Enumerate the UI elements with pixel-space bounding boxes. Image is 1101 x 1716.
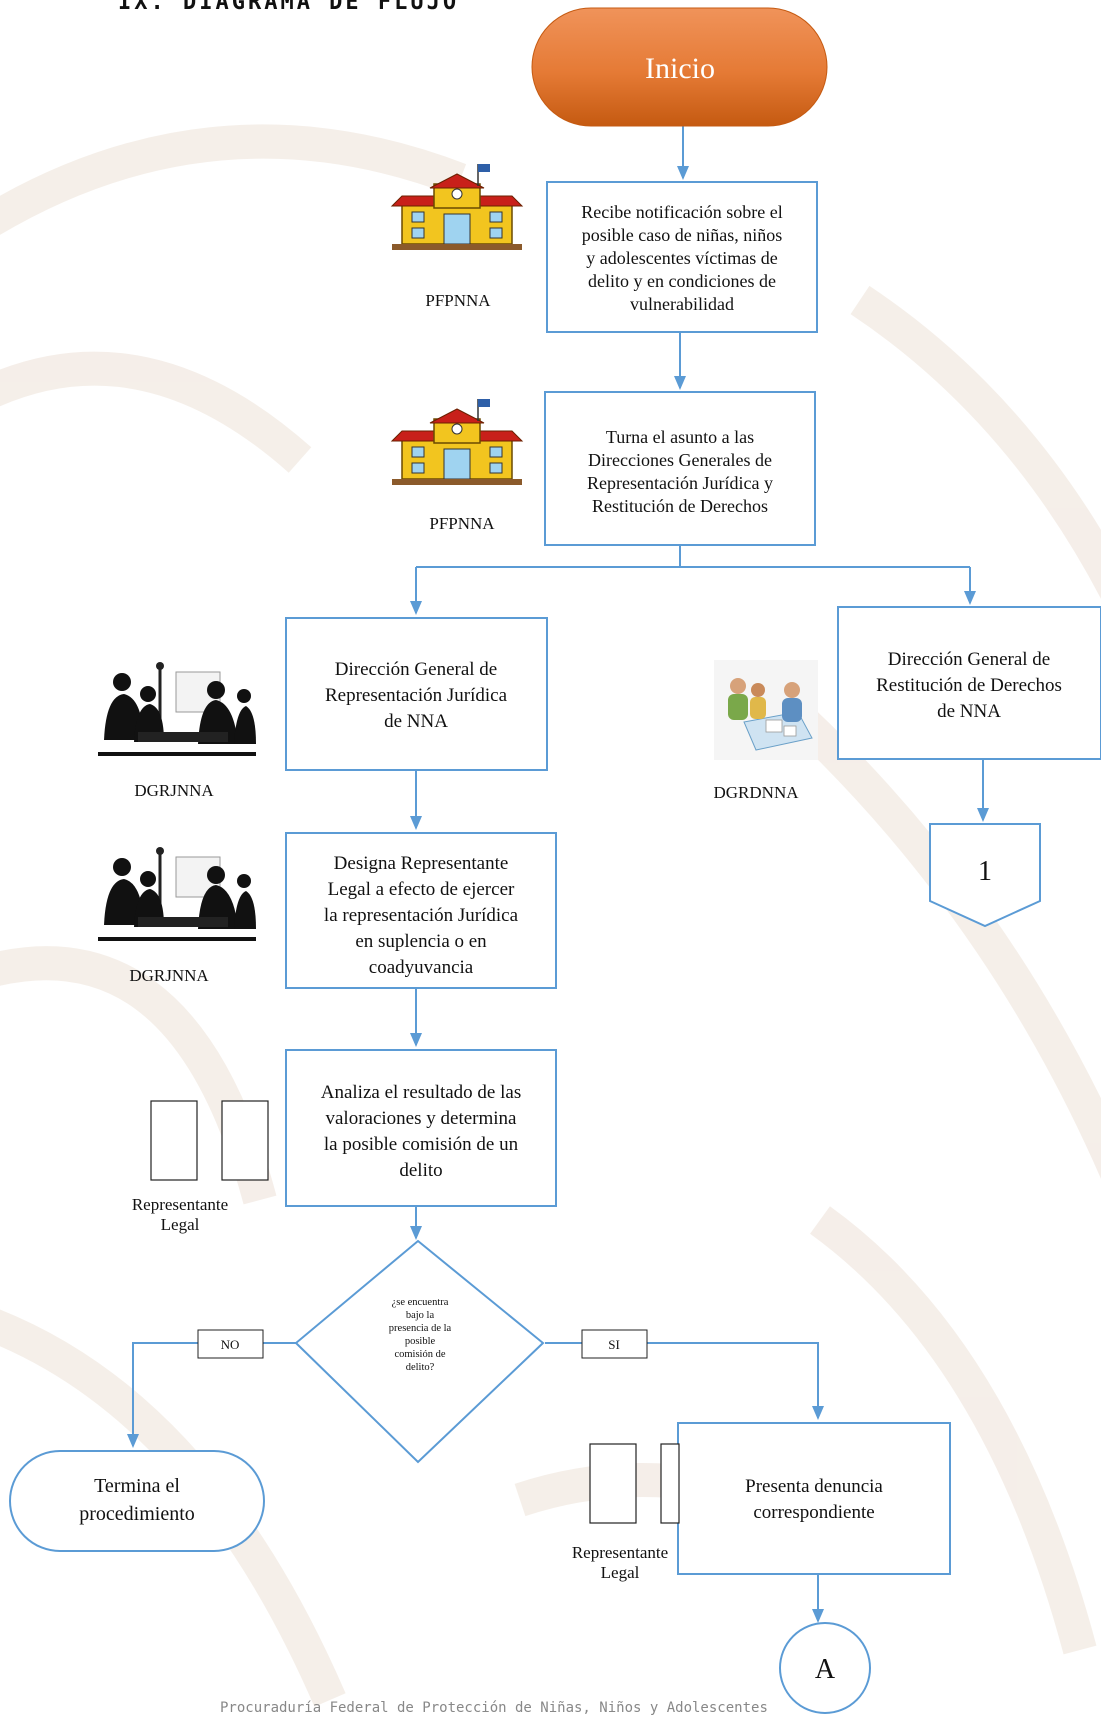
text-line: Representación Jurídica y — [587, 473, 773, 493]
actor-label-dgrjnna-1: DGRJNNA — [134, 781, 214, 800]
text-line: coadyuvancia — [369, 957, 474, 978]
text-line: valoraciones y determina — [326, 1108, 518, 1129]
text-line: Analiza el resultado de las — [321, 1082, 521, 1103]
offpage-connector-1-label: 1 — [978, 856, 992, 887]
text-line: Representante — [132, 1195, 228, 1214]
process-analyze-results: Analiza el resultado de las valoraciones … — [285, 1049, 557, 1207]
text-line: Legal — [161, 1215, 200, 1234]
text-line: correspondiente — [753, 1502, 874, 1523]
decision-label-no-text: NO — [221, 1337, 240, 1352]
text-line: Representante — [572, 1543, 668, 1562]
text-line: delito? — [406, 1362, 435, 1373]
image-placeholder-icon — [589, 1443, 680, 1524]
text-line: procedimiento — [79, 1503, 195, 1525]
text-line: vulnerabilidad — [630, 294, 734, 314]
decision-label-si: SI — [581, 1329, 648, 1359]
text-line: Recibe notificación sobre el — [581, 202, 782, 222]
text-line: delito y en condiciones de — [588, 271, 776, 291]
process-receive-notification: Recibe notificación sobre el posible caso… — [546, 181, 818, 333]
process-dg-representacion-juridica: Dirección General de Representación Juríd… — [285, 617, 548, 771]
text-line: la representación Jurídica — [324, 905, 519, 926]
process-dg-restitucion-derechos: Dirección General de Restitución de Derec… — [837, 606, 1101, 760]
process-file-complaint-text: Presenta denuncia correspondiente — [745, 1476, 883, 1523]
text-line: Dirección General de — [335, 659, 497, 680]
text-line: presencia de la — [389, 1323, 452, 1334]
text-line: la posible comisión de un — [324, 1134, 519, 1155]
start-node-label: Inicio — [645, 52, 715, 85]
page-title: IX. DIAGRAMA DE FLUJO — [118, 0, 460, 15]
decision-label-no: NO — [197, 1329, 264, 1359]
text-line: en suplencia o en — [355, 931, 487, 952]
process-dg-representacion-juridica-text: Dirección General de Representación Juríd… — [325, 659, 508, 732]
text-line: Termina el — [94, 1475, 180, 1497]
process-file-complaint: Presenta denuncia correspondiente — [677, 1422, 951, 1575]
actor-label-dgrjnna-2: DGRJNNA — [129, 966, 209, 985]
text-line: posible caso de niñas, niños — [582, 225, 782, 245]
end-node-terminate-text: Termina el procedimiento — [79, 1475, 195, 1525]
meeting-people-icon — [98, 845, 256, 945]
page-footer: Procuraduría Federal de Protección de Ni… — [220, 1700, 768, 1716]
text-line: Turna el asunto a las — [606, 427, 754, 447]
process-dg-restitucion-derechos-text: Dirección General de Restitución de Derec… — [876, 649, 1062, 722]
text-line: Presenta denuncia — [745, 1476, 883, 1497]
decision-crime-presence: ¿se encuentra bajo la presencia de la posib… — [294, 1239, 545, 1464]
school-building-icon — [390, 164, 524, 250]
text-line: Representación Jurídica — [325, 685, 508, 706]
text-line: delito — [399, 1160, 442, 1181]
meeting-people-icon — [98, 660, 256, 760]
text-line: comisión de — [394, 1349, 445, 1360]
actor-label-dgrdnna: DGRDNNA — [714, 783, 800, 802]
process-analyze-results-text: Analiza el resultado de las valoraciones … — [321, 1082, 521, 1181]
text-line: Legal a efecto de ejercer — [328, 879, 515, 900]
decision-label-si-text: SI — [608, 1337, 620, 1352]
text-line: Restitución de Derechos — [876, 675, 1062, 696]
text-line: Direcciones Generales de — [588, 450, 772, 470]
text-line: de NNA — [937, 701, 1001, 722]
school-building-icon — [390, 399, 524, 485]
actor-label-pfpnna-2: PFPNNA — [429, 514, 495, 533]
connector-a-label: A — [815, 1654, 836, 1685]
text-line: posible — [405, 1336, 436, 1347]
text-line: de NNA — [384, 711, 448, 732]
actor-label-pfpnna-1: PFPNNA — [425, 291, 491, 310]
image-placeholder-icon — [150, 1100, 269, 1181]
connector-a: A — [779, 1622, 871, 1714]
connectors — [127, 126, 989, 1623]
family-meeting-icon — [714, 660, 818, 760]
text-line: Restitución de Derechos — [592, 496, 768, 516]
text-line: Legal — [601, 1563, 640, 1582]
text-line: bajo la — [406, 1310, 435, 1321]
process-receive-notification-text: Recibe notificación sobre el posible caso… — [581, 202, 782, 314]
text-line: y adolescentes víctimas de — [586, 248, 777, 268]
offpage-connector-1: 1 — [929, 823, 1041, 928]
end-node-terminate: Termina el procedimiento — [9, 1450, 265, 1552]
text-line: Designa Representante — [334, 853, 509, 874]
text-line: ¿se encuentra — [392, 1297, 449, 1308]
start-node: Inicio — [531, 7, 828, 127]
decision-crime-presence-text: ¿se encuentra bajo la presencia de la posib… — [389, 1297, 452, 1373]
text-line: Dirección General de — [888, 649, 1050, 670]
